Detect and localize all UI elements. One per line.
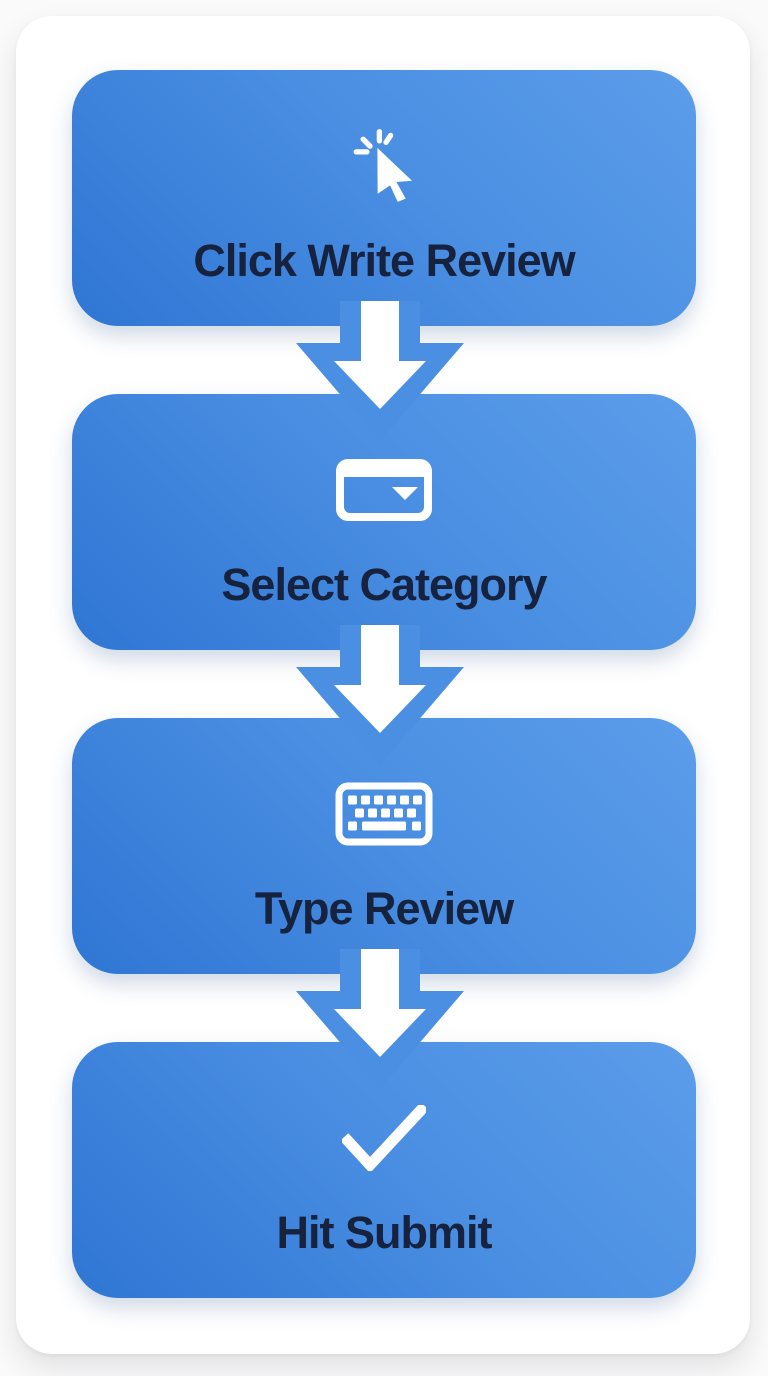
keyboard-icon: [335, 782, 433, 846]
step-label: Click Write Review: [193, 235, 575, 286]
step-icon-wrap: [332, 448, 436, 532]
step-label: Type Review: [254, 883, 514, 934]
step-box-select-category: Select Category: [72, 394, 696, 650]
cursor-click-icon: [353, 128, 412, 202]
step-label: Select Category: [221, 559, 547, 610]
step-label: Hit Submit: [276, 1207, 493, 1258]
down-arrow-connector: [296, 301, 464, 441]
down-arrow-connector: [296, 625, 464, 765]
step-box-type-review: Type Review: [72, 718, 696, 974]
step-icon-wrap: [335, 772, 433, 856]
step-icon-wrap: [342, 1096, 426, 1180]
step-box-click-write-review: Click Write Review: [72, 70, 696, 326]
down-arrow-connector: [296, 949, 464, 1089]
flowchart-card: Click Write Review Select Category: [16, 16, 750, 1354]
dropdown-icon: [336, 459, 432, 521]
checkmark-icon: [342, 1105, 426, 1171]
step-box-hit-submit: Hit Submit: [72, 1042, 696, 1298]
step-icon-wrap: [350, 124, 419, 208]
